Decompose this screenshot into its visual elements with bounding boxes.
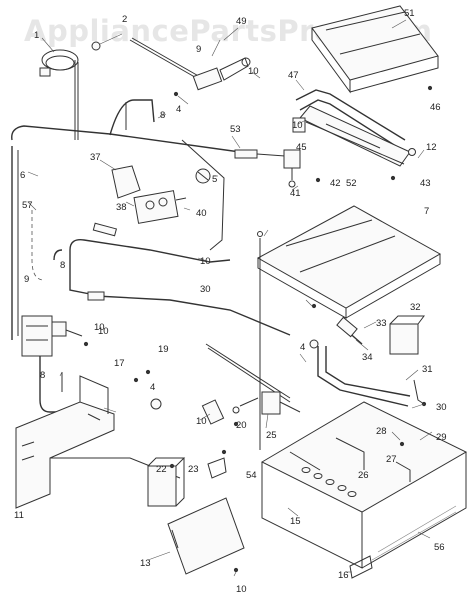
callout-38: 38 <box>116 202 127 213</box>
bake-burner <box>309 303 427 407</box>
callout-57: 57 <box>22 200 33 211</box>
callout-17: 17 <box>114 358 125 369</box>
callout-42: 42 <box>330 178 341 189</box>
callout-33: 33 <box>376 318 387 329</box>
callout-34: 34 <box>362 352 373 363</box>
callout-41: 41 <box>290 188 301 199</box>
callout-43: 43 <box>420 178 431 189</box>
callout-12: 12 <box>426 142 437 153</box>
spark-module-panel <box>147 449 245 575</box>
callout-49: 49 <box>236 16 247 27</box>
top-burner-rod <box>129 37 251 97</box>
callout-54: 54 <box>246 470 257 481</box>
callout-1: 1 <box>34 30 39 41</box>
safety-valve <box>283 149 321 188</box>
callout-29: 29 <box>436 432 447 443</box>
callout-10: 10 <box>94 322 105 333</box>
callout-4: 4 <box>300 342 305 353</box>
callout-52: 52 <box>346 178 357 189</box>
callout-6: 6 <box>20 170 25 181</box>
oven-bottom <box>256 205 442 450</box>
callout-7: 7 <box>424 206 429 217</box>
callout-20: 20 <box>236 420 247 431</box>
callout-2: 2 <box>122 14 127 25</box>
callout-10: 10 <box>196 416 207 427</box>
left-bracket <box>15 369 181 509</box>
callout-8: 8 <box>60 260 65 271</box>
callout-9: 9 <box>196 44 201 55</box>
pressure-regulator <box>21 315 89 357</box>
callout-26: 26 <box>358 470 369 481</box>
burner-box <box>260 401 468 579</box>
broiler-pan <box>311 5 439 94</box>
callout-5: 5 <box>212 174 217 185</box>
thermocouple-assembly <box>39 33 123 140</box>
callout-30: 30 <box>200 284 211 295</box>
leader-lines <box>27 19 433 577</box>
callout-8: 8 <box>40 370 45 381</box>
callout-11: 11 <box>14 510 24 521</box>
gas-tubes-lower <box>39 139 291 413</box>
callout-56: 56 <box>434 542 445 553</box>
oven-valve <box>111 165 211 224</box>
callout-37: 37 <box>90 152 101 163</box>
callout-28: 28 <box>376 426 387 437</box>
callout-40: 40 <box>196 208 207 219</box>
callout-4: 4 <box>150 382 155 393</box>
callout-32: 32 <box>410 302 421 313</box>
callout-10: 10 <box>248 66 259 77</box>
callout-31: 31 <box>422 364 433 375</box>
callout-4: 4 <box>176 104 181 115</box>
callout-10: 10 <box>98 326 109 337</box>
callout-47: 47 <box>288 70 299 81</box>
callout-8: 8 <box>160 110 165 121</box>
callout-51: 51 <box>404 8 415 19</box>
callout-46: 46 <box>430 102 441 113</box>
electrode-assembly <box>201 343 301 427</box>
callout-19: 19 <box>158 344 169 355</box>
callout-13: 13 <box>140 558 151 569</box>
callout-25: 25 <box>266 430 277 441</box>
callout-10: 10 <box>200 256 211 267</box>
callout-10: 10 <box>292 120 303 131</box>
callout-30: 30 <box>436 402 447 413</box>
callout-45: 45 <box>296 142 307 153</box>
callout-22: 22 <box>156 464 167 475</box>
gas-tubes-upper <box>11 99 286 340</box>
capillary-dashed <box>31 210 45 281</box>
callout-53: 53 <box>230 124 241 135</box>
callout-16: 16 <box>338 570 349 581</box>
broil-burner <box>292 89 425 181</box>
callout-9: 9 <box>24 274 29 285</box>
callout-15: 15 <box>290 516 301 527</box>
callout-27: 27 <box>386 454 397 465</box>
callout-23: 23 <box>188 464 199 475</box>
callout-10: 10 <box>236 584 247 595</box>
